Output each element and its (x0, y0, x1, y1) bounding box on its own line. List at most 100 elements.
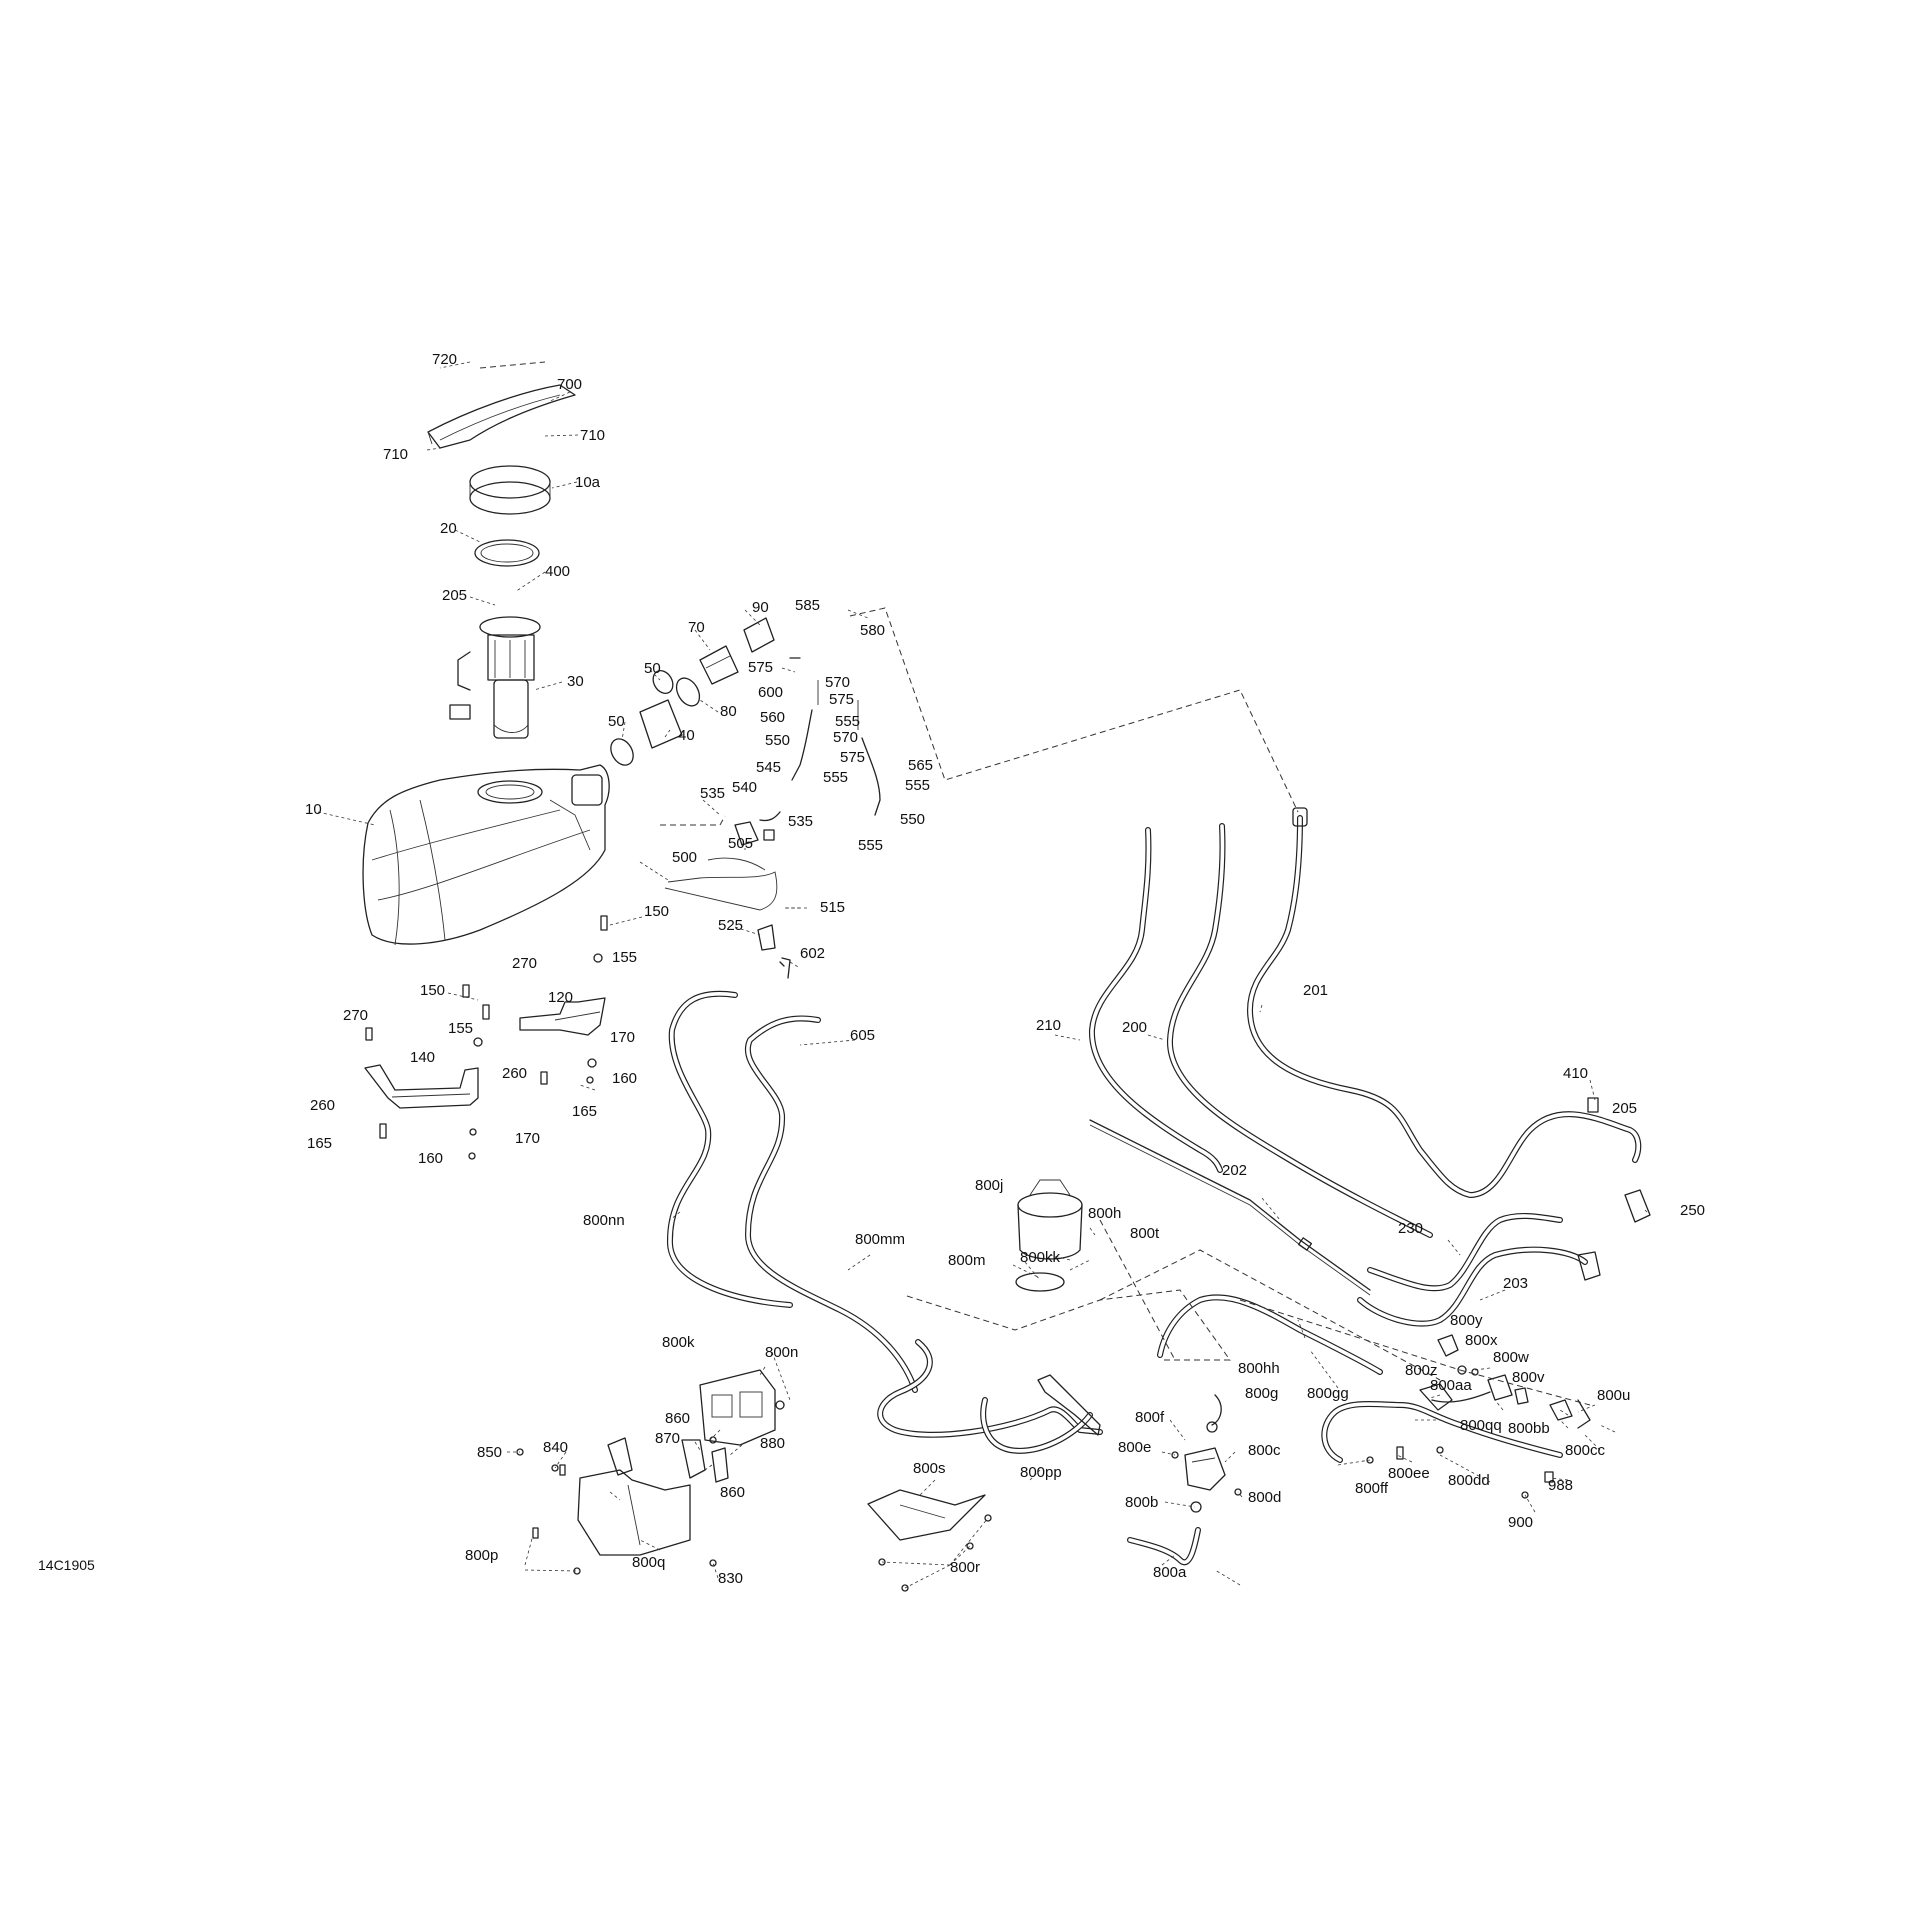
callout-860-bottom: 860 (720, 1484, 745, 1501)
callout-700: 700 (557, 376, 582, 393)
callout-575-b: 575 (829, 691, 854, 708)
part-fasteners-lower (516, 1446, 1554, 1592)
callout-50-bottom: 50 (608, 713, 625, 730)
callout-800u: 800u (1597, 1387, 1630, 1404)
callout-800t: 800t (1130, 1225, 1160, 1242)
callout-988: 988 (1548, 1477, 1573, 1494)
callout-710-left: 710 (383, 446, 408, 463)
part-800c-valve (1127, 1394, 1242, 1566)
callout-800v: 800v (1512, 1369, 1545, 1386)
callout-230: 230 (1398, 1220, 1423, 1237)
part-800q-bracket (577, 1437, 729, 1556)
callout-540: 540 (732, 779, 757, 796)
callout-800p: 800p (465, 1547, 498, 1564)
part-10a-lock-ring (469, 465, 551, 515)
part-230-tube (1367, 1212, 1563, 1292)
part-120-bracket (519, 997, 606, 1036)
part-500-hose (664, 857, 791, 979)
part-vent-hoses (734, 657, 881, 846)
callout-800d: 800d (1248, 1489, 1281, 1506)
callout-720: 720 (432, 351, 457, 368)
callout-800j: 800j (975, 1177, 1003, 1194)
part-drawings (362, 384, 1651, 1592)
callout-525: 525 (718, 917, 743, 934)
callout-210: 210 (1036, 1017, 1061, 1034)
part-800gg-tube (1321, 1400, 1563, 1463)
callout-800kk: 800kk (1020, 1249, 1061, 1266)
callout-555-c: 555 (905, 777, 930, 794)
part-700-cover (427, 384, 576, 449)
callout-170-top: 170 (610, 1029, 635, 1046)
callout-800dd: 800dd (1448, 1472, 1490, 1489)
callout-565: 565 (908, 757, 933, 774)
callout-800mm: 800mm (855, 1231, 905, 1248)
callout-140: 140 (410, 1049, 435, 1066)
callout-800ff: 800ff (1355, 1480, 1389, 1497)
callout-605: 605 (850, 1027, 875, 1044)
part-fasteners (365, 915, 608, 1160)
callout-840: 840 (543, 1439, 568, 1456)
part-800-valve-group (1419, 1334, 1591, 1429)
callout-800w: 800w (1493, 1349, 1529, 1366)
figure-id: 14C1905 (38, 1557, 95, 1573)
callout-155-left: 155 (448, 1020, 473, 1037)
callout-270-left: 270 (343, 1007, 368, 1024)
callout-800a: 800a (1153, 1564, 1187, 1581)
callout-800g: 800g (1245, 1385, 1278, 1402)
part-203-tube (1357, 1246, 1601, 1327)
callout-260-left: 260 (310, 1097, 335, 1114)
callout-800c: 800c (1248, 1442, 1281, 1459)
callout-800r: 800r (950, 1559, 980, 1576)
part-800s-plate (867, 1489, 986, 1541)
callout-165-right: 165 (572, 1103, 597, 1120)
callout-90: 90 (752, 599, 769, 616)
callout-200: 200 (1122, 1019, 1147, 1036)
callout-800n: 800n (765, 1344, 798, 1361)
callout-400: 400 (545, 563, 570, 580)
part-201-tube (1247, 807, 1642, 1198)
callout-800cc: 800cc (1565, 1442, 1606, 1459)
part-20-gasket (474, 539, 540, 567)
part-800pp-tube (877, 1339, 1103, 1438)
callout-155-top: 155 (612, 949, 637, 966)
callout-575-c: 575 (840, 749, 865, 766)
callout-800x: 800x (1465, 1332, 1498, 1349)
callout-800hh: 800hh (1238, 1360, 1280, 1377)
callout-560: 560 (760, 709, 785, 726)
callout-800k: 800k (662, 1334, 695, 1351)
callout-40: 40 (678, 727, 695, 744)
part-70-filler-neck (675, 617, 775, 707)
part-800mm-tube (744, 1015, 918, 1393)
callout-800q: 800q (632, 1554, 665, 1571)
callout-800y: 800y (1450, 1312, 1483, 1329)
callout-555-a: 555 (835, 713, 860, 730)
callout-165-left: 165 (307, 1135, 332, 1152)
callout-labels: 720 700 710 710 10a 20 400 205 30 10 90 … (38, 351, 1705, 1587)
callout-70: 70 (688, 619, 705, 636)
callout-500: 500 (672, 849, 697, 866)
callout-270-top: 270 (512, 955, 537, 972)
callout-505: 505 (728, 835, 753, 852)
part-800hh-tube (1157, 1294, 1383, 1375)
callout-570-b: 570 (833, 729, 858, 746)
callout-10a: 10a (575, 474, 601, 491)
callout-870: 870 (655, 1430, 680, 1447)
callout-600: 600 (758, 684, 783, 701)
callout-800h: 800h (1088, 1205, 1121, 1222)
callout-160-right: 160 (612, 1070, 637, 1087)
callout-575-a: 575 (748, 659, 773, 676)
part-40-tube (610, 670, 683, 766)
callout-205-right: 205 (1612, 1100, 1637, 1117)
callout-800z: 800z (1405, 1362, 1438, 1379)
callout-20: 20 (440, 520, 457, 537)
callout-80: 80 (720, 703, 737, 720)
callout-880: 880 (760, 1435, 785, 1452)
part-800nn-tube (666, 990, 793, 1308)
callout-250: 250 (1680, 1202, 1705, 1219)
callout-602: 602 (800, 945, 825, 962)
callout-205-top: 205 (442, 587, 467, 604)
callout-260-right: 260 (502, 1065, 527, 1082)
part-200-tube (1166, 823, 1433, 1238)
part-210-tube (1088, 827, 1223, 1173)
callout-800nn: 800nn (583, 1212, 625, 1229)
